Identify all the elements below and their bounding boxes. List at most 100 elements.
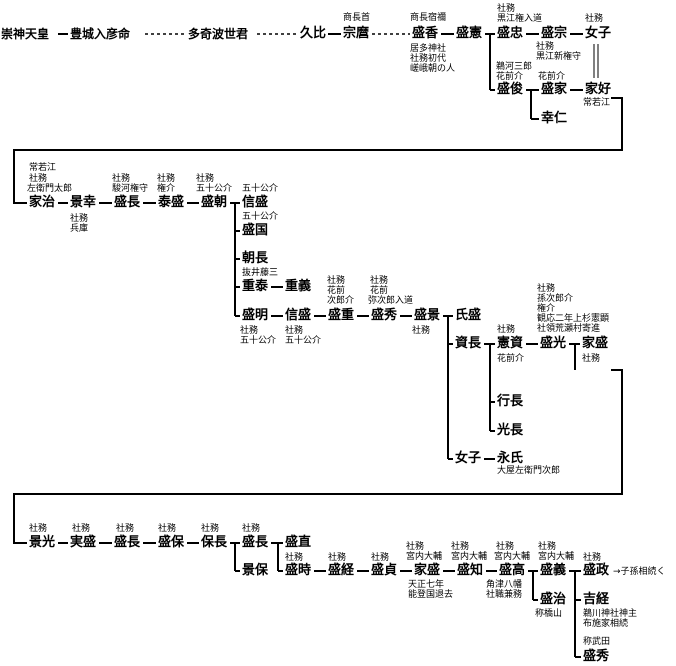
annotation: 黒江権入道	[497, 14, 543, 24]
person-kageyasu: 景保	[242, 563, 269, 578]
person-morimasa: 盛政	[583, 563, 610, 578]
annotation: 花前介	[496, 72, 524, 82]
annotation: 鵜河三郎	[496, 62, 533, 72]
person-iekou: 家好	[585, 82, 612, 97]
annotation: 社務	[29, 524, 48, 534]
annotation: 大屋左衛門次郎	[497, 466, 561, 476]
annotation: 社務	[497, 325, 516, 335]
annotation: 社務	[371, 553, 390, 563]
annotation: 鵜川神社神主	[583, 609, 638, 619]
annotation: 社務	[537, 284, 556, 294]
person-morinaga3: 盛長	[242, 535, 269, 550]
annotation: 商長首	[343, 13, 371, 23]
person-morihide1: 盛秀	[371, 308, 398, 323]
person-kuhi: 久比	[300, 26, 327, 41]
annotation: 抜井藤三	[242, 268, 279, 278]
person-yoshitsune: 吉経	[583, 592, 610, 607]
person-shigeyoshi: 重義	[285, 279, 312, 294]
person-moritoshi: 盛俊	[497, 82, 524, 97]
annotation: 宮内大輔	[494, 552, 531, 562]
person-morimune: 盛宗	[541, 26, 568, 41]
annotation: 社務	[370, 276, 389, 286]
continuation-line	[13, 369, 623, 544]
person-morinao: 盛直	[285, 535, 312, 550]
annotation: 黒江新権守	[536, 52, 582, 62]
annotation: 花前介	[497, 354, 525, 364]
annotation: 社務	[497, 4, 516, 14]
annotation: 角津八幡	[486, 580, 523, 590]
person-morinaga2: 盛長	[114, 535, 141, 550]
annotation: 左衛門太郎	[27, 184, 73, 194]
annotation: 花前	[327, 286, 346, 296]
annotation: 五十公介	[285, 336, 322, 346]
annotation: 社務	[585, 14, 604, 24]
annotation: 宮内大輔	[406, 552, 443, 562]
person-mitsunaga: 光長	[497, 423, 524, 438]
annotation: 常若江	[583, 98, 611, 108]
person-sujin: 崇神天皇	[1, 27, 50, 41]
person-nobumori2: 信盛	[285, 308, 312, 323]
annotation: 次郎介	[327, 296, 355, 306]
annotation: 能登国退去	[408, 590, 454, 600]
person-yukinaga: 行長	[497, 394, 524, 409]
annotation: 社務	[70, 214, 89, 224]
annotation: 社務	[285, 326, 304, 336]
person-tomonaga: 朝長	[242, 251, 269, 266]
annotation: 五十公介	[242, 184, 279, 194]
annotation: 社務	[496, 542, 515, 552]
annotation: 社務	[406, 542, 425, 552]
annotation: 五十公介	[240, 336, 277, 346]
person-moriie1: 盛家	[541, 82, 568, 97]
annotation: 社務	[116, 524, 135, 534]
annotation: 宮内大輔	[451, 552, 488, 562]
annotation: 布施家相続	[583, 619, 629, 629]
annotation: 観応二年上杉憲顕	[537, 314, 610, 324]
annotation: 社職兼務	[486, 590, 523, 600]
annotation: 社務	[158, 524, 177, 534]
person-morimitsu: 盛光	[540, 336, 567, 351]
annotation: 称橋山	[535, 609, 563, 619]
person-morihide2: 盛秀	[583, 649, 610, 664]
annotation: 社務	[285, 553, 304, 563]
annotation: 社務	[112, 174, 131, 184]
annotation: 兵庫	[70, 224, 89, 234]
person-ujimori: 氏盛	[455, 308, 482, 323]
annotation: 天正七年	[408, 580, 445, 590]
person-joshi2: 女子	[455, 451, 482, 466]
person-norisuke: 憲資	[497, 336, 524, 351]
person-kagemitsu: 景光	[29, 535, 56, 550]
annotation: 社務	[201, 524, 220, 534]
person-yasunaga: 保長	[201, 535, 228, 550]
annotation: 社務	[157, 174, 176, 184]
person-moriharu: 盛治	[540, 592, 567, 607]
annotation: 駿河権守	[112, 184, 149, 194]
annotation: 孫次郎介	[537, 294, 574, 304]
person-morikei: 盛経	[328, 563, 355, 578]
person-nobumori1: 信盛	[242, 195, 269, 210]
person-iemori2: 家盛	[414, 563, 441, 578]
person-morinaga1: 盛長	[114, 195, 141, 210]
person-moriyasu: 盛保	[158, 535, 185, 550]
annotation: 社務	[327, 276, 346, 286]
annotation: 権介	[537, 304, 556, 314]
person-moriyoshi: 盛義	[540, 563, 567, 578]
annotation: 五十公介	[196, 184, 233, 194]
person-takiha: 多奇波世君	[188, 27, 249, 41]
person-yasumori: 泰盛	[158, 195, 185, 210]
continuation-line	[13, 97, 623, 204]
annotation: 社務	[242, 524, 261, 534]
annotation: 社務	[412, 326, 431, 336]
person-kageyuki: 景幸	[70, 195, 97, 210]
annotation: 社務	[536, 42, 555, 52]
annotation: 社務	[240, 326, 259, 336]
annotation: 宮内大輔	[538, 552, 575, 562]
person-sukenaga: 資長	[455, 336, 482, 351]
person-kojin: 幸仁	[541, 111, 568, 126]
annotation: 商長宿禰	[410, 13, 447, 23]
person-toyoki: 豊城入彦命	[70, 27, 131, 41]
person-morika: 盛香	[412, 26, 439, 41]
person-moritomo: 盛朝	[201, 195, 228, 210]
person-morishige: 盛重	[328, 308, 355, 323]
